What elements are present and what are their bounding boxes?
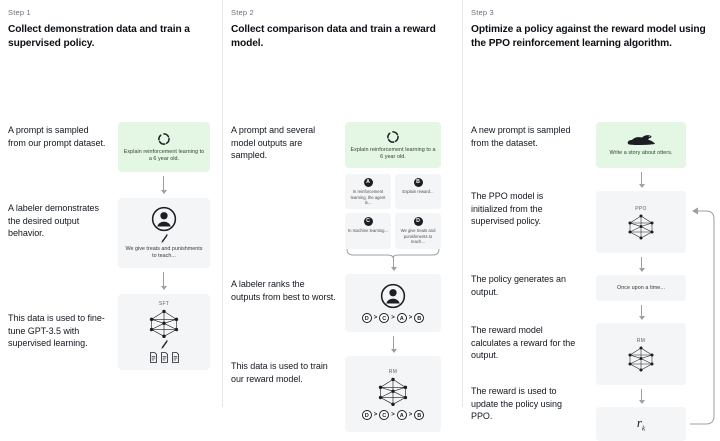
option-text-c: In machine learning... <box>347 228 389 234</box>
rm-rank-sep-2: > <box>391 411 395 418</box>
rank-sep-2: > <box>391 315 395 322</box>
step-1-caption-2: A labeler demonstrates the desired outpu… <box>8 203 99 239</box>
ppo-model-box[interactable]: PPO <box>596 191 686 254</box>
network-icon <box>376 376 410 406</box>
step-2-column: Step 2 Collect comparison data and train… <box>222 0 462 433</box>
step-1-title: Collect demonstration data and train a s… <box>8 24 190 49</box>
step-3-caption-4: The reward model calculates a reward for… <box>471 325 576 361</box>
recycle-icon <box>386 130 400 144</box>
option-text-d: We give treats and punishments to teach.… <box>400 228 436 245</box>
labeler-rank-box[interactable]: D > C > A > B <box>345 274 441 333</box>
rm-rank-badge-4: B <box>414 409 425 420</box>
step-2-label: Step 2 <box>231 8 254 17</box>
ppo-update-loop-arrow <box>686 191 718 425</box>
rm-model-box-step3[interactable]: RM <box>596 323 686 386</box>
step-2-caption-2: A labeler ranks the outputs from best to… <box>231 279 336 302</box>
step-1-label: Step 1 <box>8 8 31 17</box>
person-icon <box>380 283 406 309</box>
sft-model-box[interactable]: SFT <box>118 294 210 371</box>
rm-rank-sep-3: > <box>408 411 413 418</box>
document-icon <box>171 352 179 363</box>
output-option-c[interactable]: C In machine learning... <box>345 213 391 249</box>
step-3-label: Step 3 <box>471 8 494 17</box>
rm-label-step3: RM <box>636 337 646 344</box>
network-icon <box>147 308 181 339</box>
rank-badge-2: C <box>379 313 390 324</box>
output-option-b[interactable]: B Explain reward... <box>395 174 441 210</box>
option-badge-c: C <box>363 217 373 227</box>
merge-brace <box>345 248 441 259</box>
person-icon <box>151 206 177 232</box>
step-2-title: Collect comparison data and train a rewa… <box>231 24 436 49</box>
model-outputs-grid: A In reinforcement learning, the agent i… <box>345 174 441 249</box>
step-3-title: Optimize a policy against the reward mod… <box>471 24 706 49</box>
pen-icon <box>160 233 169 244</box>
step-3-caption-1: A new prompt is sampled from the dataset… <box>471 125 571 148</box>
pen-icon-sft <box>160 339 169 350</box>
rm-rank-sep-1: > <box>373 411 378 418</box>
step-3-caption-3: The policy generates an output. <box>471 274 566 297</box>
arrow-3-2 <box>638 257 645 273</box>
option-badge-d: D <box>413 217 423 227</box>
prompt-box-step2[interactable]: Explain reinforcement learning to a 6 ye… <box>345 122 441 169</box>
reward-symbol-sub: k <box>641 424 646 433</box>
rm-rank-badge-3: A <box>396 409 407 420</box>
arrow-1-1 <box>160 176 167 195</box>
arrow-2-1 <box>390 257 397 272</box>
document-icon <box>149 352 157 363</box>
rank-badge-4: B <box>414 313 425 324</box>
prompt-text-step2: Explain reinforcement learning to a 6 ye… <box>350 146 436 160</box>
reward-symbol: rk <box>637 415 645 433</box>
policy-output-text: Once upon a time... <box>617 284 665 291</box>
otter-icon <box>626 133 656 146</box>
arrow-1-2 <box>160 272 167 291</box>
step-3-caption-5: The reward is used to update the policy … <box>471 386 562 422</box>
arrow-2-2 <box>390 336 397 354</box>
network-icon <box>626 345 656 372</box>
option-badge-b: B <box>413 178 423 188</box>
prompt-box-step3[interactable]: Write a story about otters. <box>596 122 686 169</box>
prompt-box-step1[interactable]: Explain reinforcement learning to a 6 ye… <box>118 122 210 173</box>
arrow-3-3 <box>638 305 645 321</box>
document-icon <box>160 352 168 363</box>
policy-output-box[interactable]: Once upon a time... <box>596 275 686 302</box>
ranking-row-labeler: D > C > A > B <box>361 313 425 324</box>
step-2-caption-3: This data is used to train our reward mo… <box>231 361 328 384</box>
reward-box[interactable]: rk <box>596 407 686 441</box>
labeler-box-step1[interactable]: We give treats and punishments to teach.… <box>118 198 210 269</box>
output-option-d[interactable]: D We give treats and punishments to teac… <box>395 213 441 249</box>
prompt-text-step1: Explain reinforcement learning to a 6 ye… <box>123 148 205 162</box>
sft-label: SFT <box>158 301 170 308</box>
step-3-column: Step 3 Optimize a policy against the rew… <box>462 0 720 441</box>
rm-rank-badge-1: D <box>361 409 372 420</box>
step-2-caption-1: A prompt and several model outputs are s… <box>231 125 316 161</box>
rank-sep-3: > <box>408 315 413 322</box>
ranking-row-rm: D > C > A > B <box>361 409 425 420</box>
network-icon <box>626 213 656 240</box>
arrow-3-4 <box>638 389 645 405</box>
rm-rank-badge-2: C <box>379 409 390 420</box>
prompt-text-step3: Write a story about otters. <box>609 150 673 157</box>
option-text-a: In reinforcement learning, the agent is.… <box>350 189 386 205</box>
labeler-text-step1: We give treats and punishments to teach.… <box>125 246 203 260</box>
rank-badge-1: D <box>361 313 372 324</box>
output-option-a[interactable]: A In reinforcement learning, the agent i… <box>345 174 391 210</box>
option-text-b: Explain reward... <box>402 189 434 195</box>
rm-label: RM <box>388 368 398 375</box>
arrow-3-1 <box>638 172 645 189</box>
step-1-caption-3: This data is used to fine-tune GPT-3.5 w… <box>8 313 105 349</box>
option-badge-a: A <box>363 178 373 188</box>
step-3-caption-2: The PPO model is initialized from the su… <box>471 191 544 227</box>
ppo-label: PPO <box>635 205 647 212</box>
step-1-column: Step 1 Collect demonstration data and tr… <box>0 0 222 407</box>
rank-sep-1: > <box>373 315 378 322</box>
rank-badge-3: A <box>396 313 407 324</box>
recycle-icon <box>157 132 171 146</box>
step-1-caption-1: A prompt is sampled from our prompt data… <box>8 125 106 148</box>
rm-model-box[interactable]: RM D > C <box>345 356 441 433</box>
documents-icons <box>149 352 180 363</box>
